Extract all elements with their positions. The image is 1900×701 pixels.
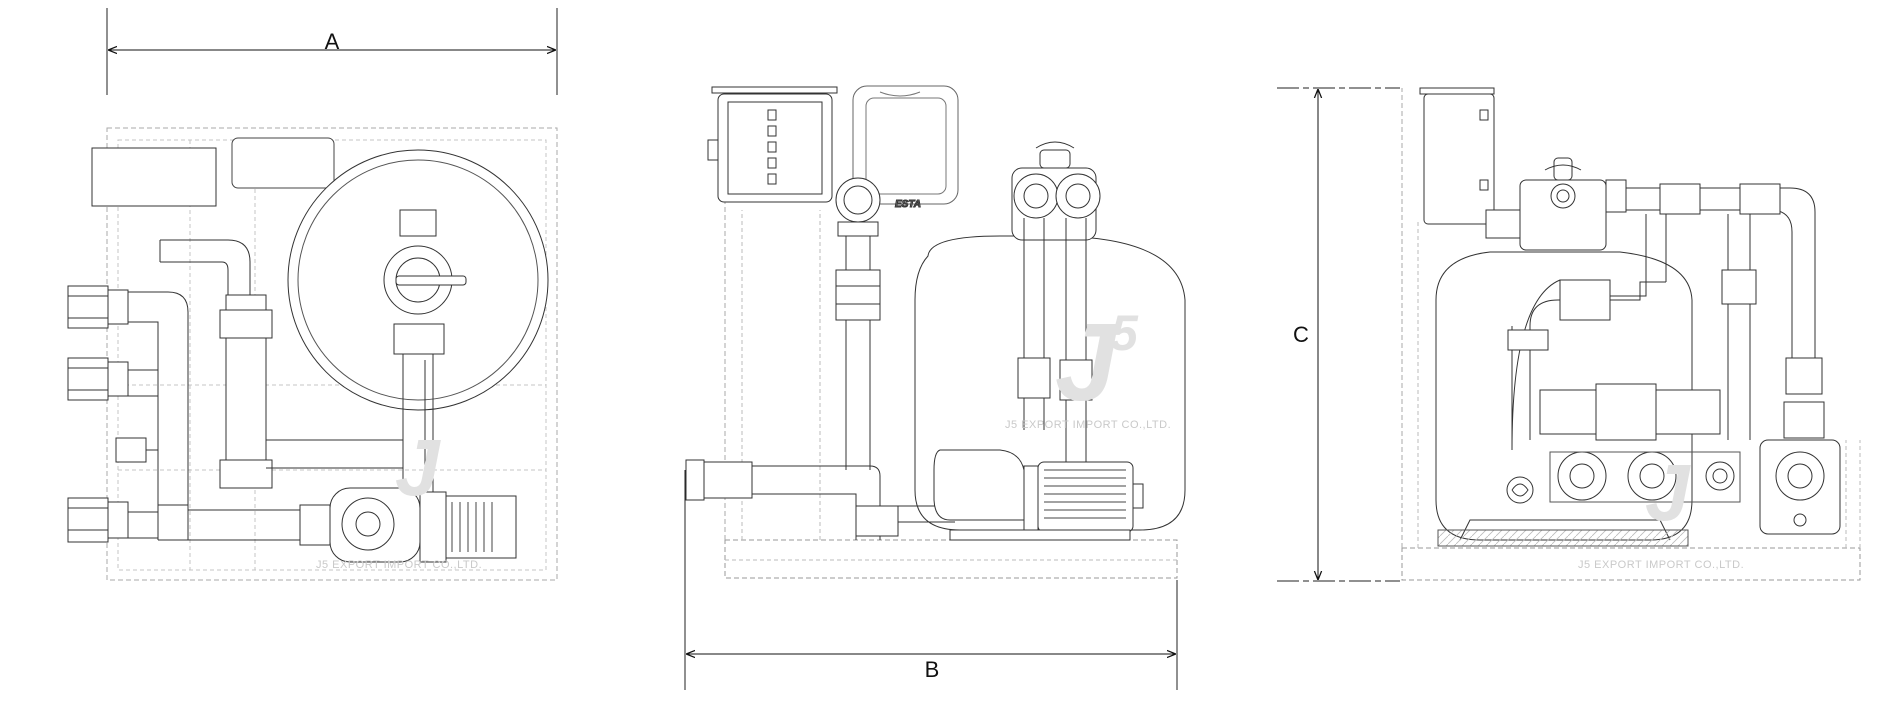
dimension-b-label: B	[925, 657, 940, 682]
watermark-text-left: J5 EXPORT IMPORT CO.,LTD.	[316, 559, 482, 571]
watermark: J J5 EXPORT IMPORT CO.,LTD. J 5 J5 EXPOR…	[316, 301, 1744, 571]
dimension-c-label: C	[1293, 322, 1309, 347]
watermark-logo-center-sup: 5	[1110, 305, 1139, 361]
front-view: ESTA	[684, 85, 1186, 690]
side-view	[1277, 87, 1861, 582]
top-view	[67, 8, 558, 581]
dimension-b	[684, 470, 1178, 690]
watermark-logo-left: J	[395, 423, 441, 512]
dimension-a	[106, 8, 558, 95]
watermark-text-center: J5 EXPORT IMPORT CO.,LTD.	[1005, 419, 1171, 431]
watermark-logo-center: J	[1055, 301, 1119, 424]
watermark-logo-right: J	[1645, 448, 1691, 537]
dimension-c	[1277, 87, 1400, 582]
watermark-text-right: J5 EXPORT IMPORT CO.,LTD.	[1578, 559, 1744, 571]
brand-mark: ESTA	[895, 199, 921, 210]
dimension-a-label: A	[325, 29, 340, 54]
